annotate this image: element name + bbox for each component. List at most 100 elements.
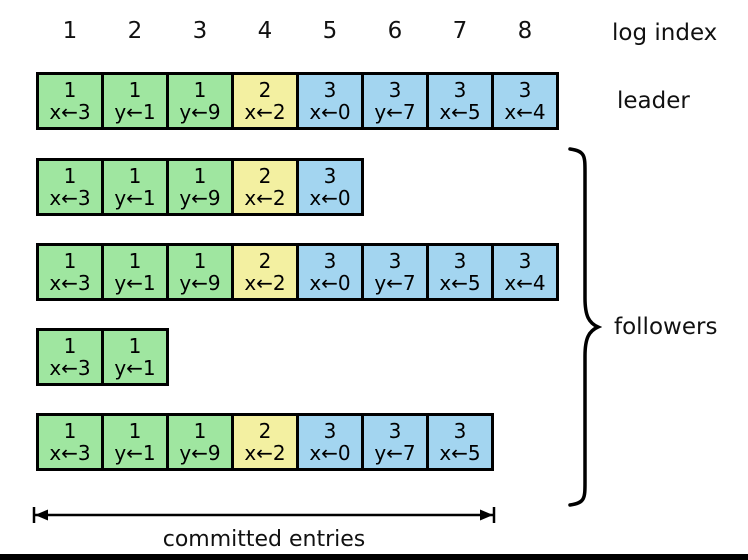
entry-command: y←9 <box>179 186 221 210</box>
entry-command: y←1 <box>114 186 156 210</box>
entry-command: y←1 <box>114 356 156 380</box>
entry-term: 1 <box>128 418 142 443</box>
entry-command: x←3 <box>49 186 91 210</box>
log-index-number: 2 <box>127 18 143 44</box>
leader-label: leader <box>617 88 690 114</box>
entry-term: 3 <box>388 248 402 273</box>
entry-term: 3 <box>388 77 402 102</box>
log-index-number: 4 <box>257 18 273 44</box>
entry-term: 1 <box>193 77 207 102</box>
entry-command: x←0 <box>309 271 351 295</box>
log-index-label: log index <box>612 20 718 46</box>
entry-term: 3 <box>388 418 402 443</box>
log-index-number: 6 <box>387 18 403 44</box>
entry-command: x←3 <box>49 441 91 465</box>
entry-command: x←3 <box>49 100 91 124</box>
entry-command: y←9 <box>179 100 221 124</box>
entry-command: x←2 <box>244 186 286 210</box>
entry-command: x←2 <box>244 100 286 124</box>
entry-command: x←3 <box>49 356 91 380</box>
entry-command: x←5 <box>439 100 481 124</box>
entry-term: 1 <box>63 77 77 102</box>
entry-term: 3 <box>518 77 532 102</box>
entry-command: x←4 <box>504 271 546 295</box>
bottom-bar <box>0 554 748 560</box>
committed-entries-arrow <box>32 507 496 523</box>
entry-term: 1 <box>128 333 142 358</box>
entry-command: y←7 <box>374 271 416 295</box>
entry-term: 3 <box>323 163 337 188</box>
entry-term: 1 <box>128 163 142 188</box>
entry-term: 3 <box>323 248 337 273</box>
entry-term: 1 <box>128 77 142 102</box>
entry-command: x←2 <box>244 441 286 465</box>
entry-term: 3 <box>518 248 532 273</box>
entry-term: 1 <box>63 248 77 273</box>
log-index-number: 8 <box>517 18 533 44</box>
entry-term: 2 <box>258 77 272 102</box>
entry-command: x←3 <box>49 271 91 295</box>
entry-command: y←7 <box>374 441 416 465</box>
entry-term: 3 <box>453 248 467 273</box>
entry-command: x←0 <box>309 100 351 124</box>
entry-term: 1 <box>63 418 77 443</box>
entry-term: 3 <box>453 418 467 443</box>
entry-command: y←1 <box>114 271 156 295</box>
log-index-number: 3 <box>192 18 208 44</box>
entry-command: x←2 <box>244 271 286 295</box>
entry-command: x←0 <box>309 441 351 465</box>
entry-term: 3 <box>323 418 337 443</box>
entry-command: y←1 <box>114 100 156 124</box>
entry-term: 1 <box>63 163 77 188</box>
entry-term: 3 <box>323 77 337 102</box>
entry-term: 1 <box>128 248 142 273</box>
entry-term: 1 <box>193 418 207 443</box>
entry-term: 1 <box>193 248 207 273</box>
entry-command: x←4 <box>504 100 546 124</box>
entry-term: 1 <box>193 163 207 188</box>
entry-command: y←1 <box>114 441 156 465</box>
log-index-number: 1 <box>62 18 78 44</box>
entry-term: 2 <box>258 248 272 273</box>
followers-brace <box>568 147 602 507</box>
log-index-number: 5 <box>322 18 338 44</box>
committed-entries-label: committed entries <box>162 527 366 552</box>
entry-command: x←0 <box>309 186 351 210</box>
entry-command: x←5 <box>439 271 481 295</box>
entry-term: 2 <box>258 163 272 188</box>
followers-label: followers <box>614 314 718 340</box>
